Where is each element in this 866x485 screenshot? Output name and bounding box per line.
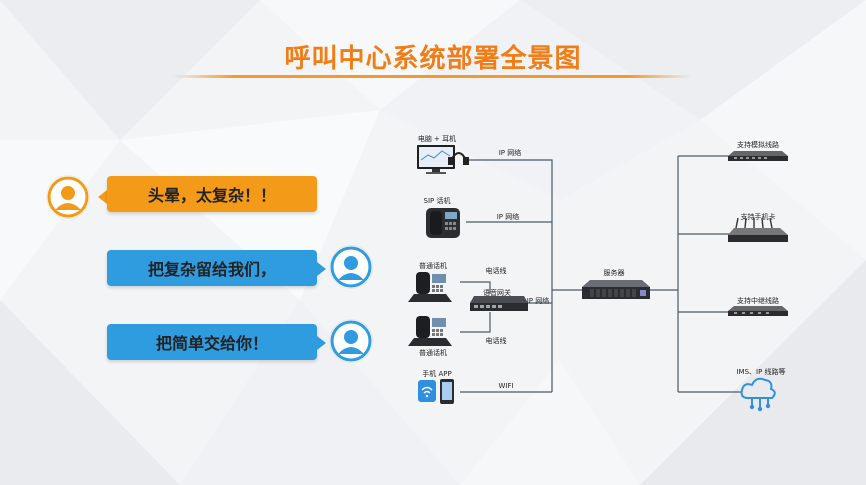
title-underline (172, 75, 692, 78)
label-pc-headset: 电脑 + 耳机 (417, 135, 457, 143)
label-phone-bottom: 普通话机 (419, 349, 447, 357)
user-icon (330, 320, 372, 362)
user-icon (47, 176, 89, 218)
label-ims-ip: IMS、IP 线路等 (736, 368, 786, 376)
label-trunk-line: 支持中继线路 (737, 297, 779, 305)
bubble-text: 头晕，太复杂！！ (147, 186, 276, 205)
bubble-text: 把简单交给你！ (155, 334, 268, 353)
cloud-icon (740, 377, 776, 412)
avatar-confused (47, 176, 89, 218)
speech-bubble-confused: 头晕，太复杂！！ (107, 176, 317, 212)
label-phone-top: 普通话机 (419, 262, 447, 270)
bubble-tail (317, 262, 326, 276)
analog-line-device-icon (728, 151, 788, 161)
label-gateway: 语音网关 (483, 289, 511, 297)
label-phone-line: 电话线 (485, 337, 507, 345)
label-phone-line: 电话线 (485, 267, 507, 275)
headset-icon (448, 152, 469, 165)
label-ip-network: IP 网络 (496, 213, 520, 221)
bubble-text: 把复杂留给我们， (147, 260, 276, 279)
sip-phone-icon (426, 208, 460, 238)
speech-bubble-reply-2: 把简单交给你！ (107, 324, 317, 360)
label-analog-line: 支持模拟线路 (737, 141, 779, 149)
mobile-app-icon (418, 379, 454, 404)
label-mobile-app: 手机 APP (422, 370, 452, 378)
link-phone-top-gateway (460, 281, 491, 294)
label-sip-phone: SIP 话机 (423, 197, 451, 205)
user-icon (330, 246, 372, 288)
link-pc-bus (468, 159, 553, 392)
desk-phone-icon (408, 316, 452, 346)
bubble-tail (98, 190, 107, 204)
avatar-support (330, 246, 372, 288)
trunk-line-device-icon (728, 306, 788, 316)
speech-bubble-reply-1: 把复杂留给我们， (107, 250, 317, 286)
link-phone-bottom-gateway (460, 312, 491, 333)
label-sim-card: 支持手机卡 (740, 213, 776, 221)
label-wifi: WIFI (498, 382, 514, 390)
label-ip-network: IP 网络 (498, 149, 522, 157)
server-icon (582, 280, 650, 299)
pc-monitor-icon (417, 145, 455, 174)
page-title: 呼叫中心系统部署全景图 (284, 44, 582, 74)
bubble-tail (317, 336, 326, 350)
label-ip-network: IP 网络 (526, 297, 550, 305)
avatar-support (330, 320, 372, 362)
label-server: 服务器 (603, 269, 625, 277)
voice-gateway-icon (470, 296, 528, 311)
desk-phone-icon (408, 272, 452, 302)
sim-gateway-device-icon (728, 217, 788, 242)
